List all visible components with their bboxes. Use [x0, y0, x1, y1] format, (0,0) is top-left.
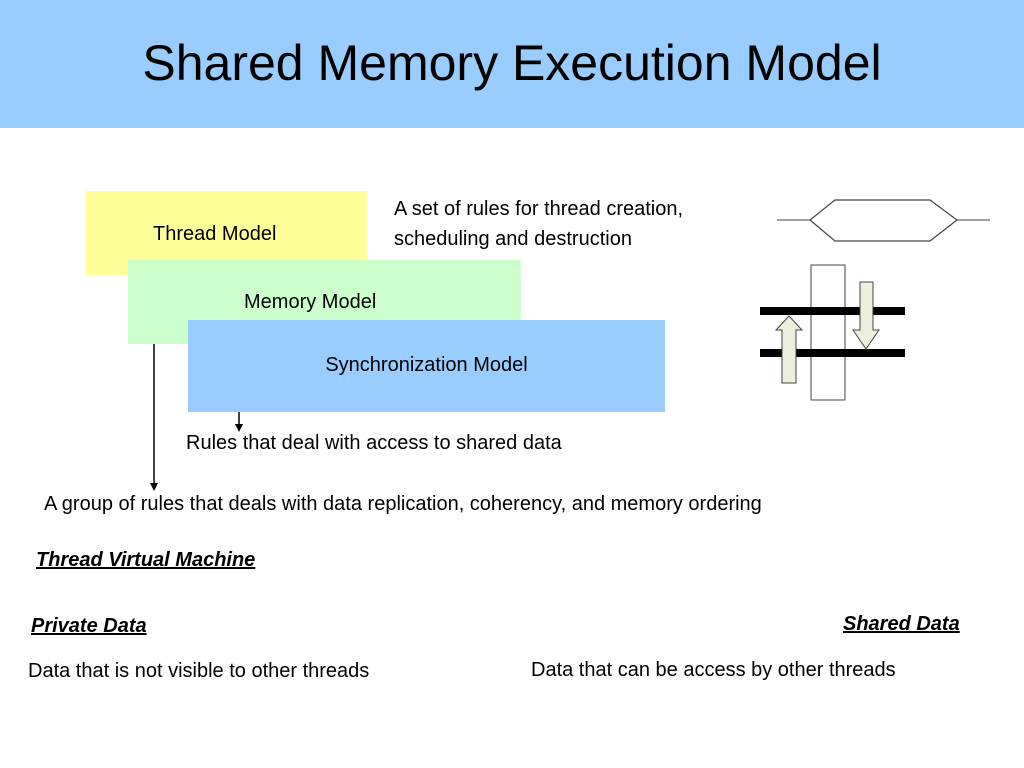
thread-rules-line2: scheduling and destruction: [394, 228, 632, 250]
memory-model-label: Memory Model: [244, 291, 377, 313]
shared-data-text: Data that can be access by other threads: [531, 659, 896, 681]
memory-rules-text: A group of rules that deals with data re…: [44, 493, 762, 515]
synchronization-model-box: Synchronization Model: [188, 320, 665, 412]
thread-rules-line1: A set of rules for thread creation,: [394, 198, 684, 220]
slide-title: Shared Memory Execution Model: [142, 35, 882, 91]
synchronization-model-label: Synchronization Model: [325, 354, 528, 376]
up-arrow-icon: [774, 315, 804, 384]
thread-model-label: Thread Model: [153, 223, 277, 245]
memory-access-icon: [760, 264, 905, 401]
shared-data-heading: Shared Data: [843, 613, 960, 635]
title-bar: Shared Memory Execution Model: [0, 0, 1024, 128]
private-data-text: Data that is not visible to other thread…: [28, 660, 370, 682]
sync-rules-text: Rules that deal with access to shared da…: [186, 432, 562, 454]
private-data-heading: Private Data: [31, 615, 147, 637]
down-arrow-icon: [852, 281, 880, 350]
thread-fork-join-icon: [777, 199, 990, 242]
thread-virtual-machine-heading: Thread Virtual Machine: [36, 549, 256, 571]
